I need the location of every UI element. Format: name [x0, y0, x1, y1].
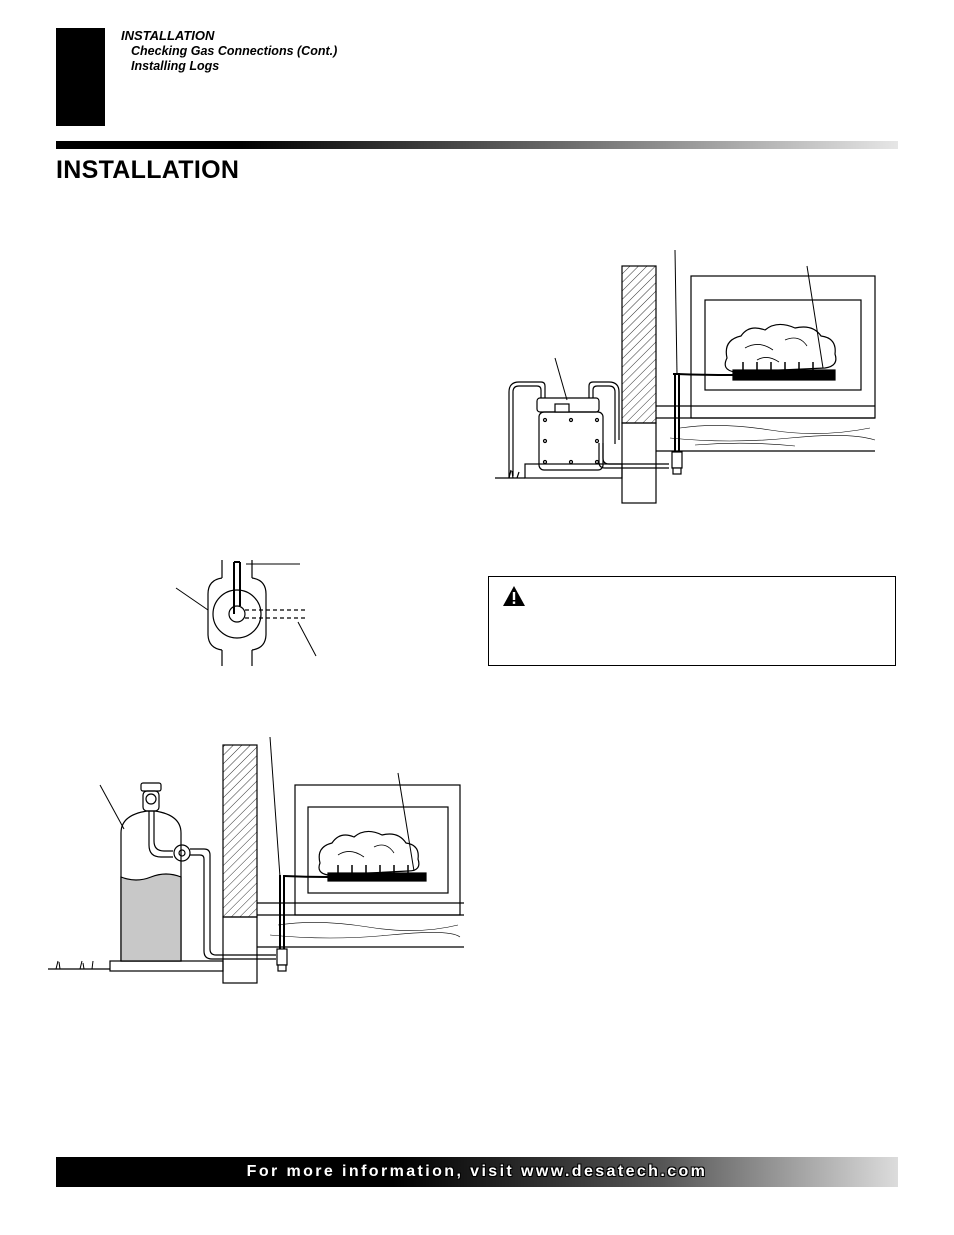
header-rule [56, 141, 898, 149]
natural-gas-installation-diagram [495, 249, 876, 504]
warning-triangle-icon [503, 586, 525, 606]
header-subsection-1: Checking Gas Connections (Cont.) [131, 44, 338, 58]
page-title: INSTALLATION [56, 156, 240, 184]
header-subsection-2: Installing Logs [131, 59, 220, 73]
warning-box [488, 576, 896, 666]
header-section-title: INSTALLATION [121, 28, 215, 43]
pipe-tee-detail-diagram [175, 560, 317, 666]
footer-website-text: For more information, visit www.desatech… [246, 1163, 708, 1180]
lp-tank-installation-diagram [48, 736, 464, 984]
footer-banner: For more information, visit www.desatech… [56, 1157, 898, 1187]
section-tab [56, 28, 105, 126]
